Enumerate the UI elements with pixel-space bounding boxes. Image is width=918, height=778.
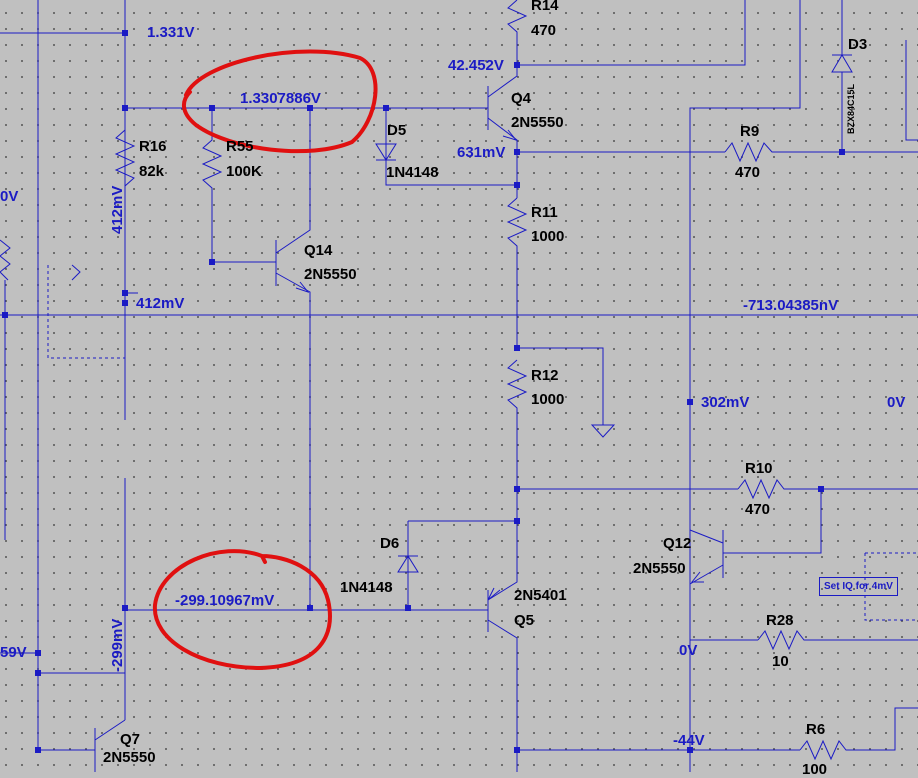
q5-value: 2N5401 — [514, 587, 567, 604]
r28-value: 10 — [772, 653, 789, 670]
wire — [408, 489, 518, 522]
diode-d5 — [375, 143, 397, 161]
transistor-q5 — [487, 521, 518, 772]
set-iq-annotation[interactable]: Set IQ for 4mV — [819, 577, 898, 596]
resistor-r14 — [507, 0, 528, 65]
d3-ref: D3 — [848, 36, 868, 53]
ground — [590, 424, 616, 438]
diode-d3 — [831, 54, 853, 73]
transistor-q7 — [94, 719, 126, 772]
r10-ref: R10 — [745, 460, 773, 477]
voltage-299-vertical: -299mV — [109, 618, 126, 672]
r28-ref: R28 — [766, 612, 794, 629]
wire — [723, 489, 822, 554]
r11-value: 1000 — [531, 228, 565, 245]
q4-value: 2N5550 — [511, 114, 564, 131]
voltage-412-vertical: 412mV — [109, 185, 126, 234]
r55-ref: R55 — [226, 138, 254, 155]
highlight-circle-bottom — [152, 549, 332, 671]
q7-value: 2N5550 — [103, 749, 156, 766]
q14-ref: Q14 — [304, 242, 333, 259]
d5-ref: D5 — [387, 122, 407, 139]
r16-ref: R16 — [139, 138, 167, 155]
r14-ref: R14 — [531, 0, 559, 14]
resistor-r12 — [506, 359, 528, 489]
voltage-1331: 1.331V — [147, 24, 195, 41]
r55-value: 100K — [226, 163, 262, 180]
q5-arrow — [487, 587, 501, 601]
transistor-q4 — [487, 65, 518, 152]
wire — [905, 40, 918, 141]
voltage-42452: 42.452V — [448, 57, 504, 74]
wire — [71, 264, 81, 281]
resistor-r11 — [506, 197, 528, 348]
q12-ref: Q12 — [663, 535, 692, 552]
wire — [517, 347, 604, 425]
q7-ref: Q7 — [120, 731, 141, 748]
r6-ref: R6 — [806, 721, 826, 738]
q12-arrow — [690, 571, 704, 583]
diode-d6 — [397, 555, 419, 573]
q4-ref: Q4 — [511, 90, 532, 107]
q14-arrow — [295, 281, 310, 294]
voltage-631: 631mV — [457, 144, 506, 161]
r6-value: 100 — [802, 761, 828, 778]
voltage-71304385: -713.04385nV — [743, 297, 839, 314]
q14-value: 2N5550 — [304, 266, 357, 283]
r9-value: 470 — [735, 164, 761, 181]
q12-value: 2N5550 — [633, 560, 686, 577]
voltage-29910967: -299.10967mV — [175, 592, 275, 609]
wire — [689, 584, 758, 641]
r12-value: 1000 — [531, 391, 565, 408]
transistor-q12 — [689, 529, 724, 585]
highlight-circle-top — [182, 49, 378, 154]
transistor-q14 — [275, 108, 311, 610]
resistor-partial — [0, 239, 11, 281]
wire — [517, 0, 746, 66]
resistor-r10 — [737, 478, 918, 500]
voltage-412: 412mV — [136, 295, 185, 312]
dashed-box — [864, 552, 918, 621]
resistor-r6 — [799, 707, 918, 761]
voltage-302: 302mV — [701, 394, 750, 411]
r14-value: 470 — [531, 22, 557, 39]
voltage-13307886: 1.3307886V — [240, 90, 321, 107]
dashed-wire — [47, 265, 125, 359]
voltage-44: -44V — [673, 732, 705, 749]
r12-ref: R12 — [531, 367, 559, 384]
r9-ref: R9 — [740, 123, 760, 140]
voltage-0-left: 0V — [0, 188, 19, 205]
wire — [689, 0, 801, 640]
wire — [385, 108, 517, 186]
resistor-r28 — [757, 629, 918, 651]
junction-dots — [2, 30, 845, 753]
d6-value: 1N4148 — [340, 579, 393, 596]
d3-value: BZX84C15L — [846, 83, 856, 134]
r11-ref: R11 — [531, 204, 558, 221]
d6-ref: D6 — [380, 535, 400, 552]
resistor-r55 — [201, 108, 276, 263]
voltage-0-q12: 0V — [679, 642, 698, 659]
d5-value: 1N4148 — [386, 164, 439, 181]
voltage-59: 59V — [0, 644, 27, 661]
r10-value: 470 — [745, 501, 771, 518]
resistor-r16 — [114, 129, 136, 187]
voltage-0-right: 0V — [887, 394, 906, 411]
q4-arrow — [502, 129, 518, 141]
r16-value: 82k — [139, 163, 165, 180]
resistor-r9 — [724, 141, 918, 163]
q5-ref: Q5 — [514, 612, 535, 629]
